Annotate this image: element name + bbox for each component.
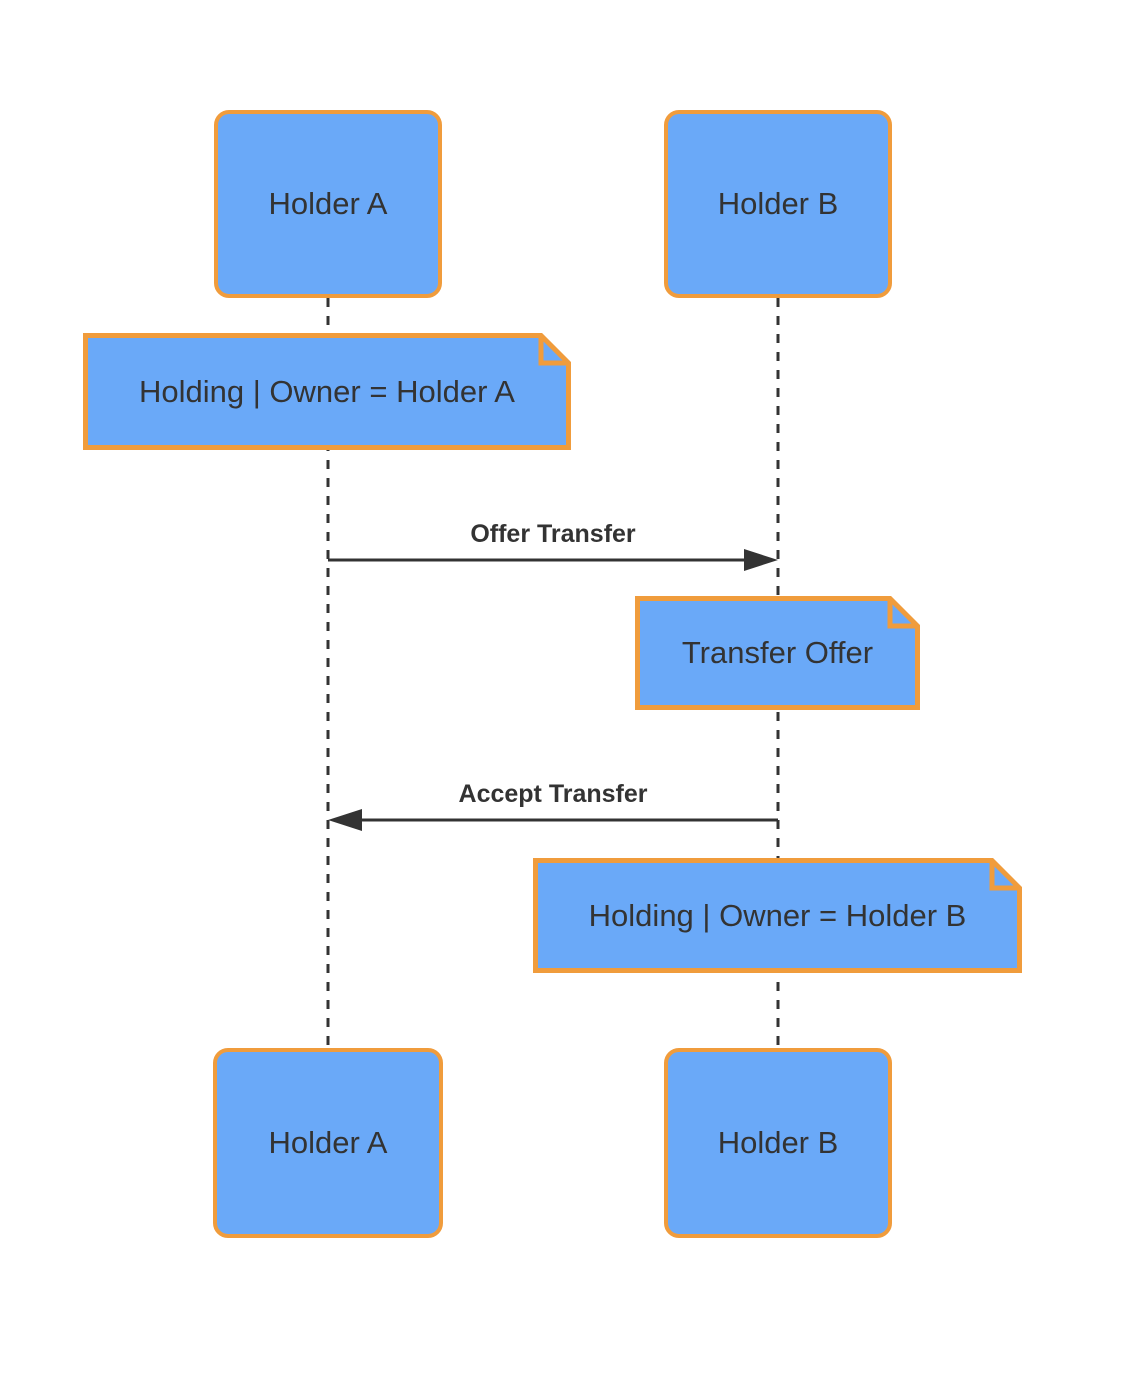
note-holding-owner-b: Holding | Owner = Holder B (533, 858, 1022, 973)
actor-box-holder-a-top: Holder A (214, 110, 442, 298)
message-label-offer-transfer: Offer Transfer (470, 520, 636, 548)
actor-label-holder-b-bottom: Holder B (717, 1125, 839, 1160)
note-label: Holding | Owner = Holder B (588, 897, 967, 933)
actor-box-holder-b-bottom: Holder B (664, 1048, 892, 1238)
actor-box-holder-a-bottom: Holder A (213, 1048, 443, 1238)
actor-label-holder-a-bottom: Holder A (268, 1125, 388, 1160)
note-label: Holding | Owner = Holder A (139, 373, 515, 409)
actor-label-holder-a-top: Holder A (268, 186, 388, 221)
message-label-accept-transfer: Accept Transfer (458, 780, 648, 808)
note-transfer-offer: Transfer Offer (635, 596, 920, 710)
accept-transfer-arrow-head (328, 809, 362, 831)
offer-transfer-arrow-head (744, 549, 778, 571)
note-label: Transfer Offer (681, 635, 874, 670)
actor-box-holder-b-top: Holder B (664, 110, 892, 298)
actor-label-holder-b-top: Holder B (717, 186, 839, 221)
note-holding-owner-a: Holding | Owner = Holder A (83, 333, 571, 450)
